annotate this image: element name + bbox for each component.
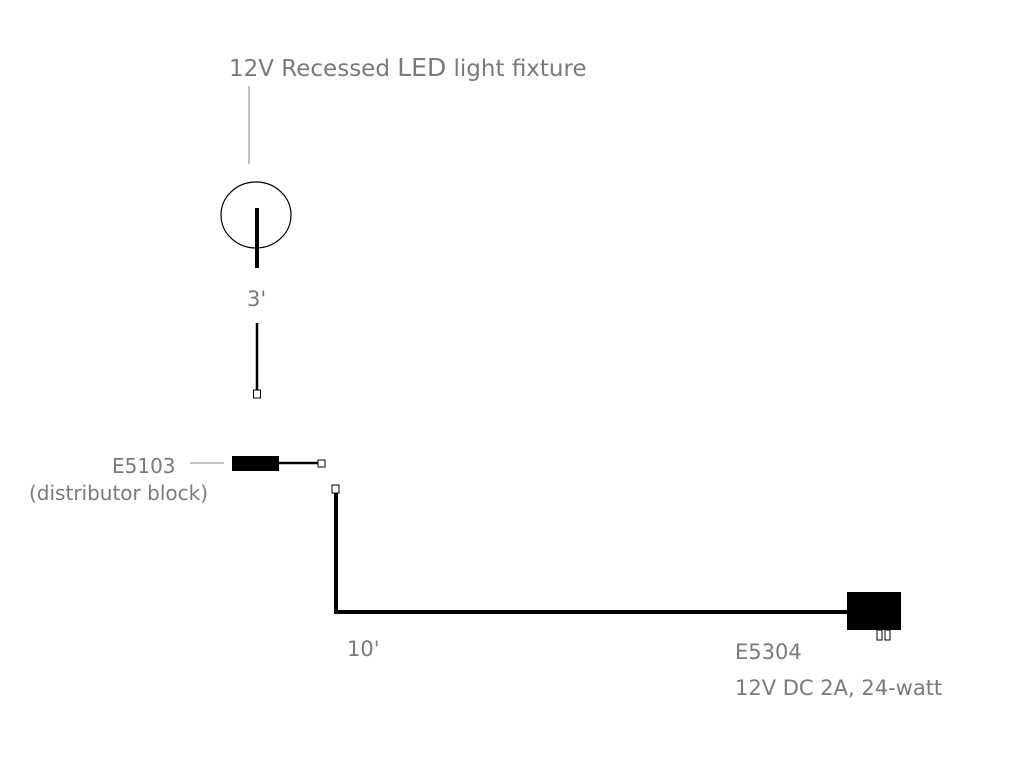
distributor-description: (distributor block) bbox=[29, 481, 208, 505]
main-cable-length-label: 10' bbox=[347, 637, 380, 661]
power-supply-icon bbox=[847, 592, 901, 630]
fixture-label-prefix: 12V Recessed bbox=[229, 56, 397, 82]
power-supply-prong-left bbox=[876, 629, 883, 641]
power-supply-spec: 12V DC 2A, 24-watt bbox=[735, 676, 942, 700]
fixture-cable-connector bbox=[253, 389, 261, 399]
power-supply-prong-right bbox=[884, 629, 891, 641]
main-cable-connector bbox=[331, 484, 340, 494]
power-supply-part-number: E5304 bbox=[735, 640, 802, 664]
distributor-lead-connector bbox=[317, 459, 326, 468]
distributor-part-number: E5103 bbox=[112, 454, 176, 478]
distributor-block-icon bbox=[232, 456, 279, 471]
fixture-cable-length-label: 3' bbox=[247, 287, 266, 311]
fixture-label-suffix: light fixture bbox=[446, 56, 586, 82]
main-cable bbox=[334, 493, 848, 614]
fixture-label: 12V Recessed LED light fixture bbox=[229, 53, 587, 82]
fixture-label-led: LED bbox=[397, 53, 446, 82]
